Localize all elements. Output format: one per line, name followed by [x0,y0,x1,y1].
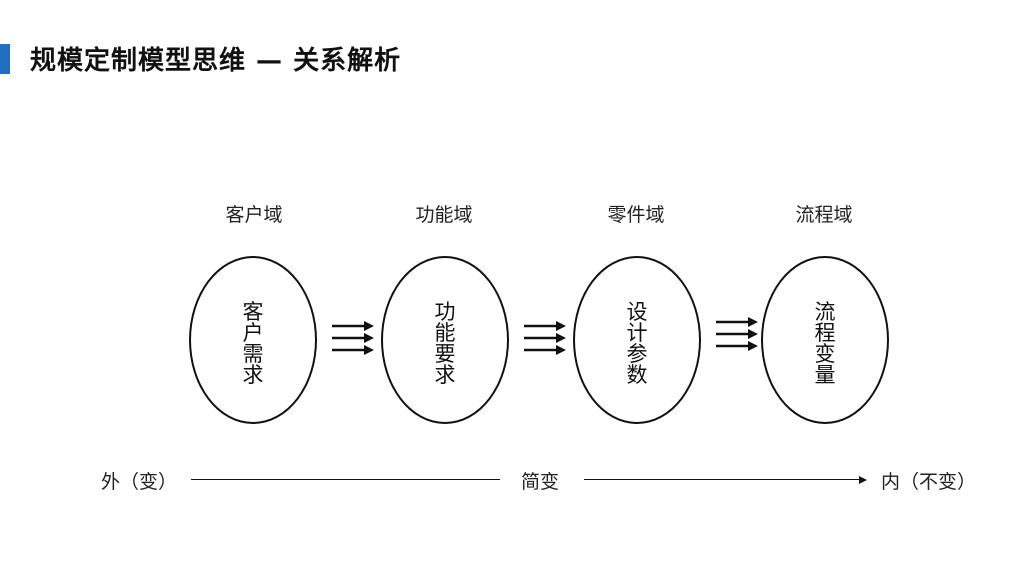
page-title: 规模定制模型思维 — 关系解析 [30,46,402,76]
ellipse-customer-needs: 客户需求 [189,256,317,424]
ellipse-text-design-parameters: 设计参数 [626,300,648,387]
domain-label-function: 功能域 [415,204,473,226]
domain-label-process: 流程域 [795,204,853,226]
ellipse-process-variables: 流程变量 [761,256,889,424]
ellipse-text-process-variables: 流程变量 [814,300,836,387]
title-accent-bar [0,44,10,74]
ellipse-functional-requirements: 功能要求 [381,256,509,424]
ellipse-text-customer-needs: 客户需求 [242,300,264,387]
axis-label-inner: 内（不变） [881,471,977,493]
axis-label-outer: 外（变） [101,471,178,493]
triple-arrow-icon [524,321,566,355]
arrow-right-icon [859,476,867,484]
ellipse-design-parameters: 设计参数 [573,256,701,424]
triple-arrow-icon [716,317,758,351]
axis-label-middle: 简变 [521,471,560,493]
triple-arrow-icon [332,321,374,355]
axis-line-left [191,479,500,480]
axis-line-right [584,479,860,480]
ellipse-text-functional-requirements: 功能要求 [434,300,456,387]
domain-label-customer: 客户域 [225,204,283,226]
domain-label-part: 零件域 [607,204,665,226]
